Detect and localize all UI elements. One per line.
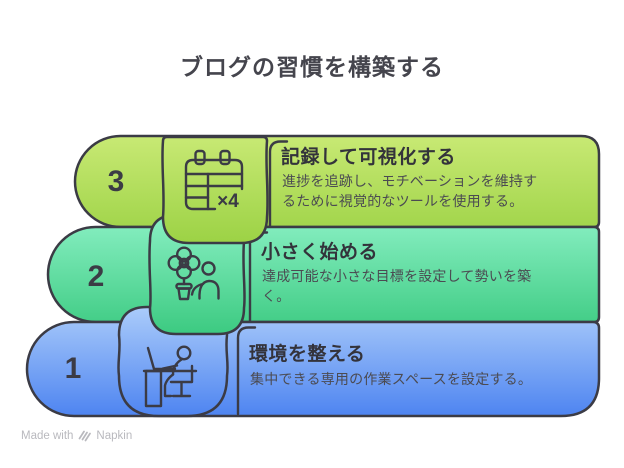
step-3-number: 3 (107, 165, 125, 198)
step-2-number: 2 (87, 260, 105, 293)
step-3-body: 進捗を追跡し、モチベーションを維持す るために視覚的なツールを使用する。 (282, 173, 538, 209)
step-2-body: 達成可能な小さな目標を設定して勢いを築 く。 (262, 268, 532, 304)
step-3-text-panel-edge (268, 140, 289, 227)
desk-person-icon (142, 345, 198, 408)
flower-person-icon (167, 246, 220, 301)
calendar-x4-icon: ×4 (184, 149, 244, 212)
napkin-logo-icon (79, 430, 92, 442)
step-1-band (25, 320, 601, 418)
footer-attribution: Made with Napkin (21, 429, 132, 442)
step-2-title: 小さく始める (261, 242, 379, 263)
made-with-label: Made with (21, 429, 74, 442)
step-1-body: 集中できる専用の作業スペースを設定する。 (250, 371, 533, 387)
calendar-x4-label: ×4 (217, 191, 239, 212)
step-1-title: 環境を整える (249, 344, 366, 365)
step-1-text-panel-edge (236, 326, 257, 416)
step-3-title: 記録して可視化する (281, 147, 456, 168)
step-1-number: 1 (64, 352, 82, 385)
page-title: ブログの習慣を構築する (180, 54, 444, 80)
step-3-icon-bubble (161, 135, 269, 245)
brand-label: Napkin (96, 429, 133, 442)
